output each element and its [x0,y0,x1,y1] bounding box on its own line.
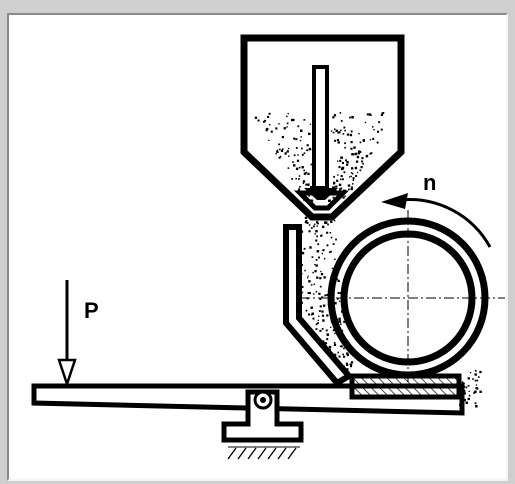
lever [31,383,465,416]
ground-hatching [227,446,300,460]
fulcrum-pivot [253,390,273,410]
hopper [240,34,405,221]
guide-chute [283,224,354,387]
fulcrum-support [221,389,304,443]
rotation-label: n [423,170,436,195]
force-arrow [57,280,77,388]
rotation-arrow [381,193,492,248]
force-label: P [84,298,99,323]
